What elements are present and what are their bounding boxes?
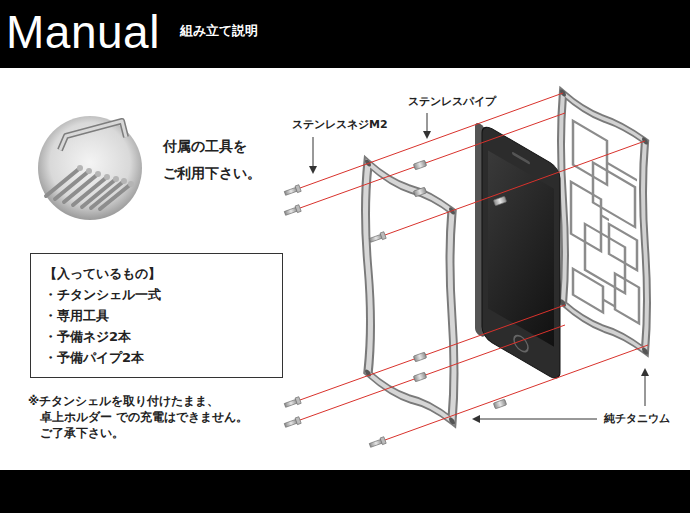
screw bbox=[369, 232, 386, 244]
screw-head bbox=[77, 165, 83, 171]
pipe bbox=[413, 160, 426, 170]
pipe bbox=[413, 372, 426, 382]
frame-outline-highlight bbox=[366, 160, 455, 426]
pattern-line bbox=[601, 215, 609, 220]
tool-note: 付属の工具を ご利用下さい。 bbox=[163, 133, 279, 187]
shell-pattern bbox=[571, 120, 639, 334]
phone-speaker bbox=[512, 151, 530, 164]
frame-outline bbox=[366, 160, 455, 426]
screw bbox=[284, 205, 301, 217]
spare-screws bbox=[46, 165, 134, 209]
phone-body bbox=[482, 123, 560, 382]
assembly-guides bbox=[300, 93, 648, 440]
part-label: ステンレスネジM2 bbox=[292, 117, 388, 133]
leader-line bbox=[478, 419, 597, 420]
leader-line bbox=[313, 137, 314, 168]
screw-head bbox=[128, 181, 134, 187]
screw bbox=[284, 417, 301, 429]
callout-arrows bbox=[309, 113, 649, 423]
screw-hole bbox=[449, 416, 455, 425]
shell-outline-highlight bbox=[561, 91, 647, 356]
screw bbox=[369, 437, 386, 449]
arrowhead bbox=[423, 131, 431, 139]
contents-box: 【入っているもの】・チタンシェル一式・専用工具・予備ネジ2本・予備パイプ2本 bbox=[30, 253, 283, 378]
screw-head bbox=[113, 176, 119, 182]
guide-line bbox=[300, 305, 565, 400]
shell-outline bbox=[561, 91, 647, 356]
hex-wrench-highlight bbox=[60, 121, 126, 150]
guide-line bbox=[300, 93, 563, 188]
leader-line bbox=[427, 113, 428, 133]
screw-head bbox=[121, 178, 127, 184]
material-label: 純チタニウム bbox=[604, 411, 670, 427]
tools-photo bbox=[38, 116, 142, 220]
pattern-line bbox=[603, 299, 615, 306]
pipe bbox=[413, 187, 426, 197]
footer-bar bbox=[0, 470, 690, 513]
pattern-rect bbox=[615, 273, 639, 323]
screw-head bbox=[86, 168, 92, 174]
screw bbox=[284, 185, 301, 197]
guide-line bbox=[300, 325, 565, 420]
list-item: ・チタンシェル一式 bbox=[44, 284, 161, 305]
front-frame bbox=[365, 158, 455, 426]
list-item: ・予備パイプ2本 bbox=[44, 347, 144, 368]
stainless-screws bbox=[284, 185, 386, 449]
pattern-rect bbox=[573, 269, 603, 313]
screw-hole bbox=[642, 136, 648, 146]
stainless-pipes bbox=[413, 160, 506, 409]
pattern-rect bbox=[593, 163, 635, 228]
screw-head bbox=[95, 171, 101, 177]
pattern-rect bbox=[585, 224, 625, 293]
part-label: ステンレスパイプ bbox=[408, 94, 496, 110]
hex-wrench bbox=[60, 121, 126, 150]
guide-line bbox=[385, 345, 648, 440]
arrowhead bbox=[641, 368, 649, 376]
pattern-line bbox=[607, 163, 637, 181]
smartphone bbox=[475, 119, 560, 382]
pipe bbox=[493, 196, 506, 206]
list-item: ・専用工具 bbox=[44, 305, 109, 326]
leader-line bbox=[645, 374, 646, 406]
phone-screen bbox=[488, 150, 554, 346]
guide-line bbox=[385, 141, 645, 235]
list-item: ・予備ネジ2本 bbox=[44, 326, 131, 347]
pipe bbox=[413, 352, 426, 362]
screw-hole bbox=[642, 346, 648, 356]
back-shell bbox=[560, 88, 648, 356]
box-heading: 【入っているもの】 bbox=[44, 263, 161, 284]
screw bbox=[284, 397, 301, 409]
screw-head bbox=[104, 174, 110, 180]
pipe bbox=[493, 399, 506, 409]
subtitle: 組み立て説明 bbox=[180, 22, 258, 40]
caution-note: ※チタンシェルを取り付けたまま、卓上ホルダー での充電はできません。 ご了承下さ… bbox=[28, 393, 284, 441]
photo-circle bbox=[38, 116, 142, 220]
home-button bbox=[514, 333, 528, 355]
arrowhead bbox=[309, 166, 317, 174]
arrowhead bbox=[472, 415, 480, 423]
screw bbox=[100, 184, 131, 209]
page-title: Manual bbox=[6, 4, 160, 60]
pattern-rect bbox=[573, 121, 607, 185]
